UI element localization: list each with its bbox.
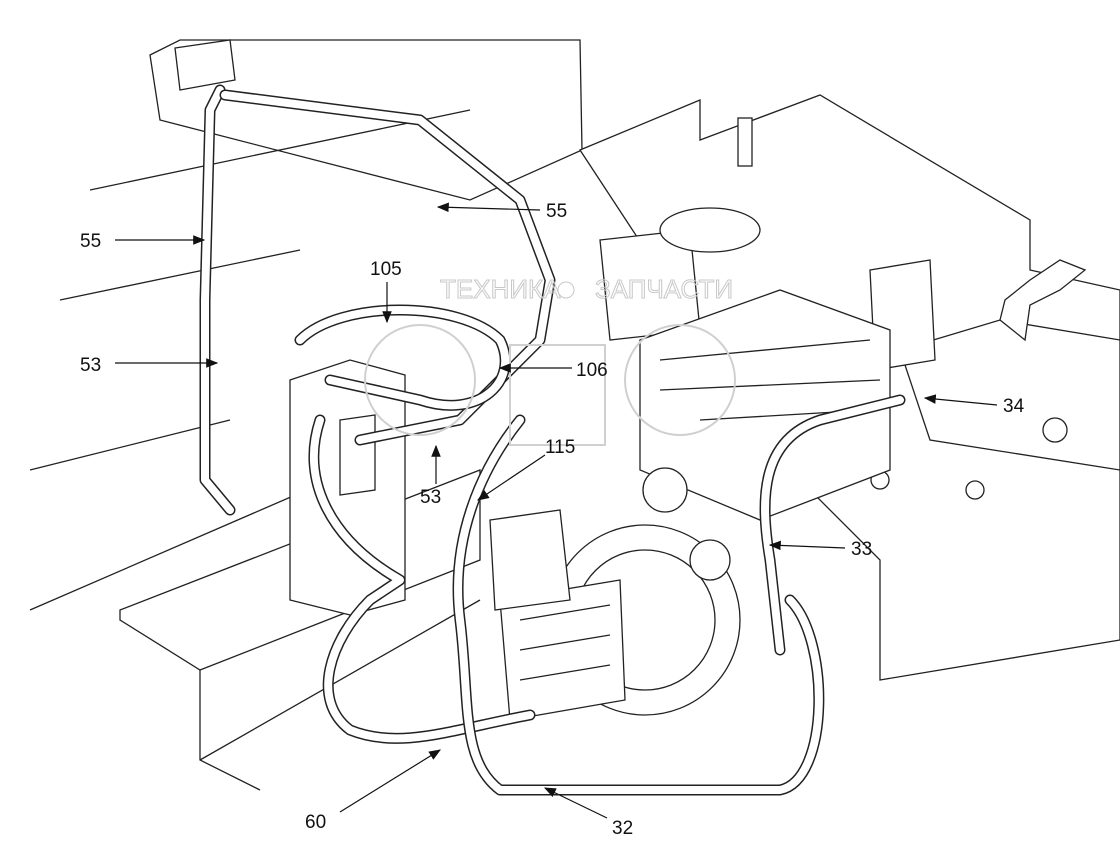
callout-55-left: 55	[80, 231, 206, 252]
svg-text:32: 32	[612, 818, 633, 839]
svg-text:105: 105	[370, 259, 402, 280]
svg-text:53: 53	[80, 355, 101, 376]
svg-text:106: 106	[576, 360, 608, 381]
callout-60: 60	[305, 749, 442, 833]
callout-55-right: 55	[436, 201, 567, 222]
callout-115: 115	[477, 437, 575, 501]
callout-105: 105	[370, 259, 402, 324]
svg-text:ЗАПЧАСТИ: ЗАПЧАСТИ	[595, 274, 733, 304]
hoses	[199, 84, 906, 796]
svg-text:55: 55	[546, 201, 567, 222]
svg-text:115: 115	[545, 437, 575, 458]
callout-53-left: 53	[80, 355, 219, 376]
callout-34: 34	[923, 394, 1025, 417]
svg-text:55: 55	[80, 231, 101, 252]
svg-text:34: 34	[1003, 396, 1025, 417]
callout-106: 106	[498, 360, 608, 381]
callouts: 55 55 105 106 53 53 115 34	[80, 201, 1025, 839]
svg-text:ТЕХНИКА: ТЕХНИКА	[440, 274, 561, 304]
svg-text:60: 60	[305, 812, 326, 833]
svg-text:33: 33	[851, 539, 872, 560]
callout-53-bottom: 53	[420, 444, 441, 508]
watermark: ТЕХНИКА ЗАПЧАСТИ	[364, 274, 736, 446]
gear-icon	[557, 281, 575, 299]
svg-text:53: 53	[420, 487, 441, 508]
engine-block	[489, 289, 891, 721]
callout-33: 33	[768, 539, 872, 560]
callout-32: 32	[543, 787, 633, 839]
